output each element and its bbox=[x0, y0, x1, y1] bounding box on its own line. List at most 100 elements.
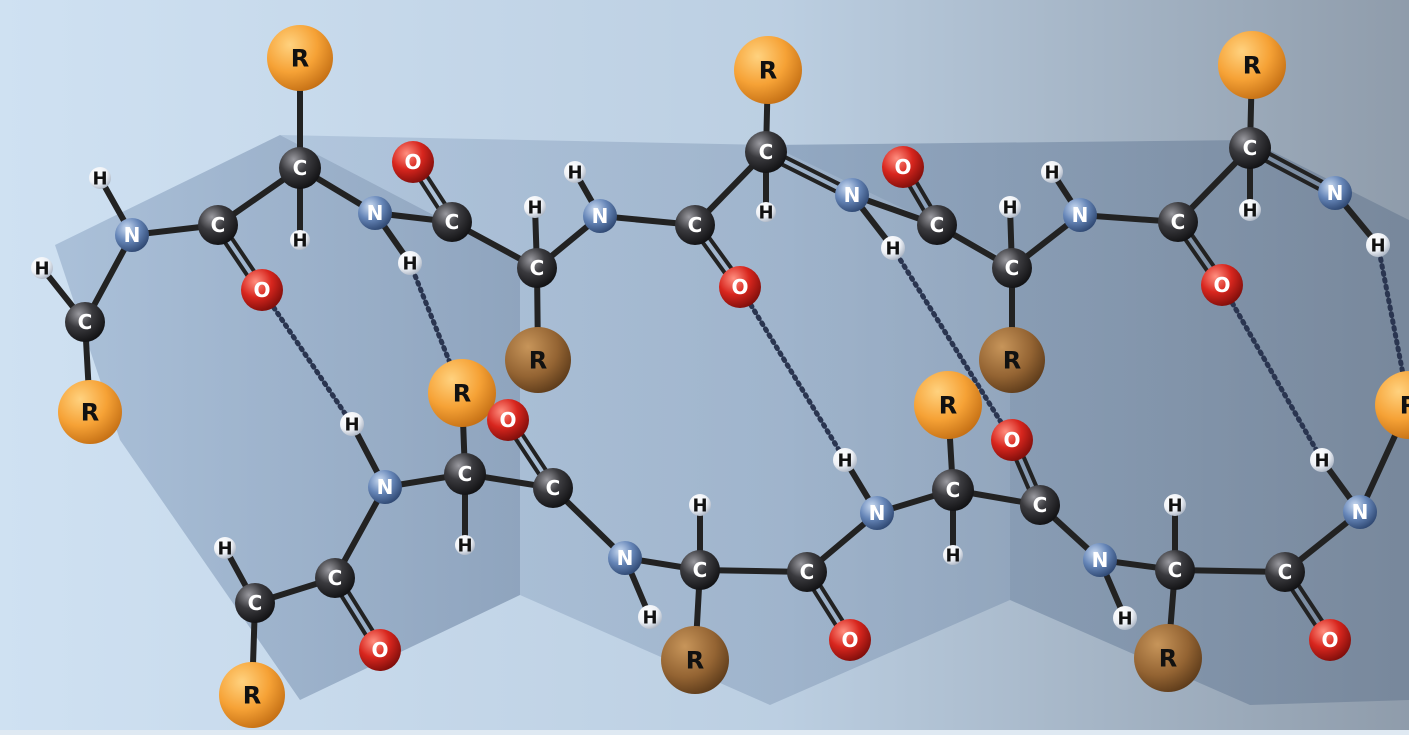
oxygen-atom: O bbox=[1309, 619, 1351, 661]
carbon-atom: C bbox=[745, 131, 787, 173]
oxygen-atom-sphere bbox=[241, 269, 283, 311]
nitrogen-atom: N bbox=[1318, 176, 1352, 210]
nitrogen-atom: N bbox=[608, 541, 642, 575]
carbon-atom-label: C bbox=[293, 156, 308, 180]
hydrogen-atom-label: H bbox=[837, 450, 852, 471]
hydrogen-atom: H bbox=[1310, 448, 1334, 472]
side-chain-r-group-label: R bbox=[453, 380, 471, 408]
sheet-plane-1 bbox=[55, 135, 520, 700]
carbon-atom: C bbox=[444, 453, 486, 495]
carbon-atom-label: C bbox=[248, 591, 263, 615]
oxygen-atom: O bbox=[359, 629, 401, 671]
oxygen-atom: O bbox=[1201, 264, 1243, 306]
hydrogen-atom-label: H bbox=[945, 545, 960, 566]
nitrogen-atom-label: N bbox=[617, 546, 634, 570]
oxygen-atom-label: O bbox=[894, 155, 911, 179]
nitrogen-atom: N bbox=[368, 470, 402, 504]
carbon-atom-label: C bbox=[946, 478, 961, 502]
nitrogen-atom-sphere bbox=[608, 541, 642, 575]
nitrogen-atom: N bbox=[583, 199, 617, 233]
carbon-atom-label: C bbox=[693, 558, 708, 582]
carbon-atom: C bbox=[432, 202, 472, 242]
hydrogen-atom: H bbox=[31, 257, 53, 279]
side-chain-r-group-label: R bbox=[81, 399, 99, 427]
carbon-atom: C bbox=[65, 302, 105, 342]
nitrogen-atom-sphere bbox=[368, 470, 402, 504]
nitrogen-atom-label: N bbox=[844, 183, 861, 207]
carbon-atom: C bbox=[1229, 127, 1271, 169]
hydrogen-atom: H bbox=[1366, 233, 1390, 257]
sheet-plane-3 bbox=[770, 140, 1409, 705]
side-chain-r-group: R bbox=[1218, 31, 1286, 99]
oxygen-atom-sphere bbox=[359, 629, 401, 671]
side-chain-r-group-label: R bbox=[1003, 347, 1021, 375]
side-chain-r-group-label: R bbox=[291, 45, 309, 73]
nitrogen-atom-label: N bbox=[1072, 203, 1089, 227]
hydrogen-atom: H bbox=[1041, 161, 1063, 183]
carbon-atom-label: C bbox=[759, 140, 774, 164]
hydrogen-atom-label: H bbox=[527, 197, 542, 218]
carbon-atom-label: C bbox=[1278, 560, 1293, 584]
nitrogen-atom: N bbox=[115, 218, 149, 252]
hydrogen-atom-label: H bbox=[1242, 200, 1257, 221]
side-chain-r-group: R bbox=[734, 36, 802, 104]
carbon-atom-sphere bbox=[1265, 552, 1305, 592]
nitrogen-atom: N bbox=[835, 178, 869, 212]
hydrogen-atom-label: H bbox=[692, 495, 707, 516]
side-chain-r-group-label: R bbox=[529, 347, 547, 375]
nitrogen-atom-label: N bbox=[1327, 181, 1344, 205]
hydrogen-atom-label: H bbox=[758, 202, 773, 223]
hydrogen-bond-dotted-line bbox=[259, 287, 355, 427]
side-chain-r-group-sphere bbox=[58, 380, 122, 444]
oxygen-atom-sphere bbox=[719, 266, 761, 308]
nitrogen-atom-label: N bbox=[592, 204, 609, 228]
hydrogen-atom-label: H bbox=[1002, 197, 1017, 218]
oxygen-atom-label: O bbox=[1321, 628, 1338, 652]
nitrogen-atom-sphere bbox=[583, 199, 617, 233]
side-chain-r-group: R bbox=[58, 380, 122, 444]
side-chain-r-group: R bbox=[267, 25, 333, 91]
oxygen-atom-sphere bbox=[1309, 619, 1351, 661]
hydrogen-atom-sphere bbox=[1164, 494, 1186, 516]
nitrogen-atom-sphere bbox=[835, 178, 869, 212]
carbon-atom: C bbox=[517, 248, 557, 288]
carbon-atom-label: C bbox=[546, 476, 561, 500]
nitrogen-atom-sphere bbox=[1083, 543, 1117, 577]
carbon-atom-sphere bbox=[787, 552, 827, 592]
hydrogen-atom: H bbox=[638, 605, 662, 629]
hydrogen-atom-sphere bbox=[340, 412, 364, 436]
side-chain-r-group-label: R bbox=[1243, 52, 1261, 80]
side-chain-r-group-sphere bbox=[219, 662, 285, 728]
carbon-atom-sphere bbox=[279, 147, 321, 189]
nitrogen-atom-sphere bbox=[115, 218, 149, 252]
hydrogen-atom: H bbox=[881, 236, 905, 260]
hydrogen-atom-sphere bbox=[881, 236, 905, 260]
hydrogen-atom-label: H bbox=[1117, 608, 1132, 629]
hydrogen-atom-sphere bbox=[564, 161, 586, 183]
side-chain-r-group: R bbox=[1134, 624, 1202, 692]
oxygen-atom-sphere bbox=[1201, 264, 1243, 306]
hydrogen-bond-dotted-line bbox=[1219, 282, 1325, 463]
hydrogen-atom-sphere bbox=[1113, 606, 1137, 630]
carbon-atom: C bbox=[315, 558, 355, 598]
hydrogen-atom-label: H bbox=[567, 162, 582, 183]
oxygen-atom-label: O bbox=[253, 278, 270, 302]
carbon-atom-label: C bbox=[1243, 136, 1258, 160]
side-chain-r-group: R bbox=[219, 662, 285, 728]
nitrogen-atom-sphere bbox=[1318, 176, 1352, 210]
hydrogen-atom-sphere bbox=[689, 494, 711, 516]
hydrogen-atom-label: H bbox=[642, 607, 657, 628]
oxygen-atom-label: O bbox=[731, 275, 748, 299]
oxygen-atom-label: O bbox=[499, 408, 516, 432]
carbon-atom-label: C bbox=[530, 256, 545, 280]
nitrogen-atom-label: N bbox=[869, 501, 886, 525]
side-chain-r-group-sphere bbox=[428, 359, 496, 427]
oxygen-atom-sphere bbox=[487, 399, 529, 441]
hydrogen-atom: H bbox=[1239, 199, 1261, 221]
hydrogen-atom-label: H bbox=[344, 414, 359, 435]
hydrogen-atom: H bbox=[564, 161, 586, 183]
carbon-atom-sphere bbox=[917, 205, 957, 245]
hydrogen-atom: H bbox=[214, 537, 236, 559]
side-chain-r-group-label: R bbox=[243, 682, 261, 710]
side-chain-r-group-sphere bbox=[914, 371, 982, 439]
